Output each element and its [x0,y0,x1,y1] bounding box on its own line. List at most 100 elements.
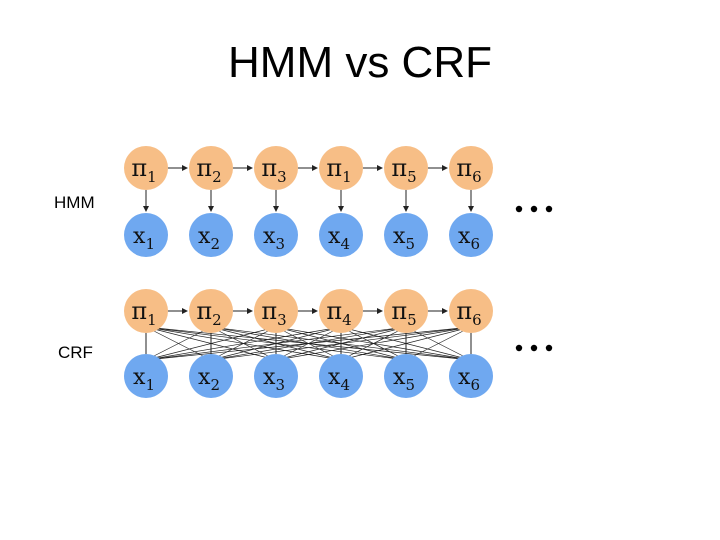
hmm-observation-node-symbol: x [133,224,146,249]
hmm-observation-node-label: x5 [393,224,415,253]
crf-observation-node-subscript: 3 [275,376,285,394]
crf-dependency-edge [210,326,472,361]
crf-observation-node-symbol: x [133,365,146,390]
crf-observation-node-circle [319,354,363,398]
crf-state-node: π3 [254,289,298,333]
hmm-observation-node-circle [254,213,298,257]
hmm-state-node: π2 [189,146,233,190]
hmm-observation-node: x3 [254,213,298,257]
crf-state-node-symbol: π [196,297,212,325]
crf-observation-node: x6 [449,354,493,398]
hmm-state-node-subscript: 3 [277,168,287,186]
crf-observation-node: x2 [189,354,233,398]
hmm-state-node-label: π2 [196,154,221,186]
hmm-observation-node-circle [319,213,363,257]
hmm-ellipsis-dot [515,205,523,213]
hmm-state-node-label: π3 [261,154,286,186]
hmm-observation-node-circle [384,213,428,257]
crf-observation-node-circle [384,354,428,398]
hmm-state-node-label: π5 [391,154,416,186]
hmm-observation-node-symbol: x [328,224,341,249]
crf-observation-node-subscript: 1 [145,376,155,394]
crf-state-node: π4 [319,289,363,333]
hmm-observation-node-subscript: 6 [470,235,480,253]
crf-state-node-label: π5 [391,297,416,329]
hmm-observation-node: x6 [449,213,493,257]
hmm-observation-node-subscript: 4 [340,235,350,253]
hmm-state-node-circle [319,146,363,190]
crf-observation-node-label: x4 [328,365,350,394]
crf-row-label: CRF [58,343,93,362]
hmm-state-node: π3 [254,146,298,190]
hmm-observation-node-subscript: 5 [405,235,415,253]
crf-state-node-circle [319,289,363,333]
crf-observation-node: x3 [254,354,298,398]
crf-observation-node-label: x3 [263,365,285,394]
hmm-state-node-symbol: π [391,154,407,182]
crf-state-node-symbol: π [326,297,342,325]
hmm-state-node-subscript: 2 [212,168,222,186]
crf-observation-node-label: x2 [198,365,220,394]
crf-state-node: π1 [124,289,168,333]
crf-state-node-symbol: π [456,297,472,325]
hmm-state-node-circle [384,146,428,190]
crf-ellipsis-dot [545,344,553,352]
crf-state-node: π6 [449,289,493,333]
hmm-state-node-label: π1 [131,154,156,186]
crf-ellipsis-dot [530,344,538,352]
hmm-ellipsis-dot [545,205,553,213]
hmm-observation-node: x5 [384,213,428,257]
hmm-observation-node-circle [124,213,168,257]
hmm-observation-node-label: x6 [458,224,480,253]
crf-state-node-symbol: π [391,297,407,325]
hmm-observation-node-subscript: 2 [210,235,220,253]
crf-dependency-edge [145,326,342,361]
hmm-observation-node-symbol: x [458,224,471,249]
crf-observation-node-subscript: 2 [210,376,220,394]
hmm-state-node-symbol: π [456,154,472,182]
crf-dependency-edge [145,326,212,361]
crf-dependency-edge [405,326,472,361]
crf-dependency-edge [340,326,472,361]
slide-title: HMM vs CRF [228,38,492,87]
crf-state-node-circle [189,289,233,333]
crf-observation-node-symbol: x [458,365,471,390]
crf-observation-node-label: x5 [393,365,415,394]
hmm-observation-node-symbol: x [393,224,406,249]
crf-observation-node-subscript: 5 [405,376,415,394]
crf-state-node-circle [254,289,298,333]
hmm-observation-node-label: x4 [328,224,350,253]
hmm-state-node-label: π6 [456,154,481,186]
hmm-observation-node: x2 [189,213,233,257]
hmm-state-node-subscript: 5 [407,168,417,186]
crf-state-node-symbol: π [261,297,277,325]
crf-observation-node-symbol: x [263,365,276,390]
hmm-observation-node-symbol: x [198,224,211,249]
hmm-observation-node-label: x1 [133,224,155,253]
crf-state-node-subscript: 4 [342,311,352,329]
hmm-state-node: π5 [384,146,428,190]
hmm-state-node-symbol: π [326,154,342,182]
crf-observation-node-symbol: x [198,365,211,390]
crf-state-node-subscript: 5 [407,311,417,329]
hmm-state-node-label: π1 [326,154,351,186]
crf-observation-node: x4 [319,354,363,398]
hmm-state-node: π6 [449,146,493,190]
crf-state-node: π5 [384,289,428,333]
hmm-state-node-circle [124,146,168,190]
hmm-state-node-subscript: 6 [472,168,482,186]
hmm-state-node-circle [449,146,493,190]
crf-observation-node-subscript: 6 [470,376,480,394]
crf-observation-node-symbol: x [393,365,406,390]
hmm-state-node: π1 [124,146,168,190]
crf-state-node-circle [449,289,493,333]
crf-dependency-edge [275,326,472,361]
hmm-observation-node-label: x3 [263,224,285,253]
crf-state-node-subscript: 2 [212,311,222,329]
crf-observation-node-circle [449,354,493,398]
hmm-state-node-subscript: 1 [147,168,157,186]
crf-dependency-edge [145,326,407,361]
crf-state-node-circle [384,289,428,333]
crf-state-node-label: π4 [326,297,351,329]
